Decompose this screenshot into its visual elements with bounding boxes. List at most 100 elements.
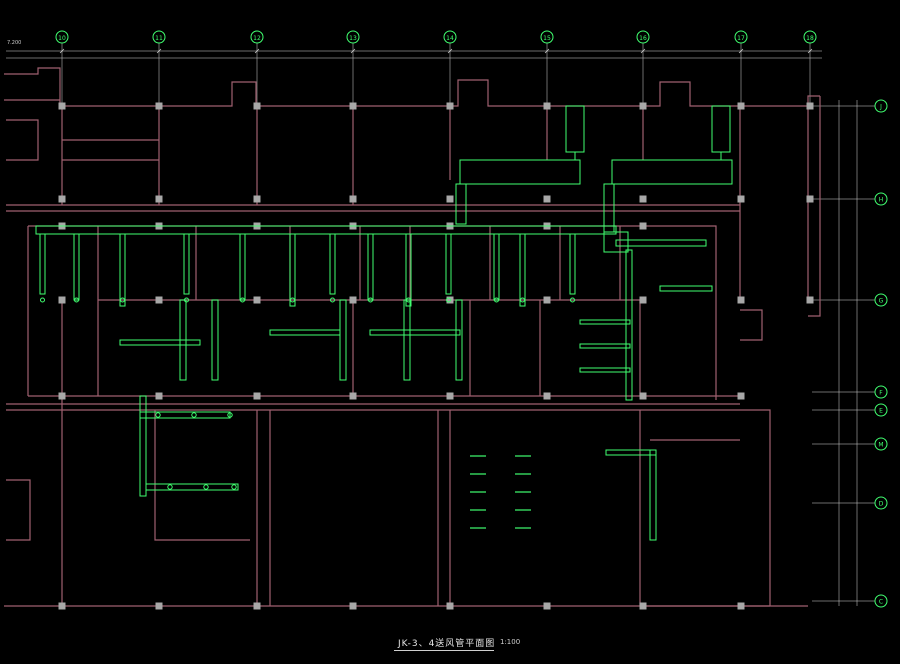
dim-tick	[544, 48, 550, 54]
structural-column	[446, 392, 454, 400]
structural-column	[806, 195, 814, 203]
branch-duct	[119, 233, 126, 307]
structural-column	[737, 392, 745, 400]
structural-column	[806, 296, 814, 304]
structural-column	[543, 195, 551, 203]
structural-column	[543, 296, 551, 304]
trunk-east	[615, 239, 707, 247]
grid-bubble-col	[803, 30, 817, 44]
structural-column	[155, 602, 163, 610]
grid-label-col: 10	[58, 35, 66, 42]
grid-bubble-col	[636, 30, 650, 44]
branch-duct	[39, 233, 46, 295]
structural-column	[155, 296, 163, 304]
exterior-wall-east-upper	[808, 96, 821, 317]
structural-column	[58, 195, 66, 203]
branch-duct	[367, 233, 374, 301]
branch-duct	[239, 233, 246, 301]
grid-label-row: H	[879, 197, 884, 204]
grid-bubble-col	[55, 30, 69, 44]
wall-stair-w	[6, 119, 39, 161]
structural-column	[349, 392, 357, 400]
structural-column	[639, 296, 647, 304]
branch-duct	[183, 233, 190, 295]
branch-duct	[569, 233, 576, 295]
structural-column	[639, 602, 647, 610]
lower-lateral-1	[139, 411, 231, 419]
structural-column	[58, 602, 66, 610]
diffuser	[520, 297, 525, 303]
structural-column	[58, 296, 66, 304]
lower-lateral-2	[145, 483, 239, 491]
grid-bubble-row	[874, 594, 888, 608]
grid-bubble-col	[734, 30, 748, 44]
core-lateral-2	[269, 329, 341, 336]
riser-duct-1	[565, 105, 585, 153]
structural-column	[639, 392, 647, 400]
structural-column	[349, 296, 357, 304]
dim-tick	[738, 48, 744, 54]
branch-duct	[445, 233, 452, 295]
dim-tick	[156, 48, 162, 54]
diffuser	[231, 484, 237, 490]
structural-column	[543, 602, 551, 610]
dim-tick	[447, 48, 453, 54]
se-lateral	[605, 449, 657, 456]
structural-column	[253, 102, 261, 110]
grid-bubble-col	[346, 30, 360, 44]
structural-column	[543, 392, 551, 400]
diffuser	[227, 412, 233, 418]
grid-bubble-col	[152, 30, 166, 44]
diffuser	[167, 484, 173, 490]
dim-tick	[350, 48, 356, 54]
diffuser	[330, 297, 335, 303]
grid-bubble-row	[874, 496, 888, 510]
diffuser	[570, 297, 575, 303]
structural-column	[446, 602, 454, 610]
drawing-title: JK-3、4送风管平面图	[398, 639, 496, 649]
drawing-scale: 1:100	[500, 638, 521, 646]
grid-label-row: F	[879, 390, 883, 397]
title-underline	[394, 650, 494, 651]
east-branch-riser	[625, 249, 633, 401]
structural-column	[639, 102, 647, 110]
diffuser	[40, 297, 45, 303]
stair-wall	[740, 309, 763, 341]
structural-column	[253, 296, 261, 304]
wall-lower-room	[154, 410, 250, 541]
grid-bubble-row	[874, 293, 888, 307]
grid-label-col: 14	[446, 35, 454, 42]
core-lateral-6	[579, 367, 631, 373]
structural-column	[58, 392, 66, 400]
air-handling-unit-2	[611, 159, 733, 185]
grid-bubble-row	[874, 385, 888, 399]
riser-duct-2	[711, 105, 731, 153]
diffuser	[368, 297, 373, 303]
dim-tick	[640, 48, 646, 54]
grid-label-row: G	[879, 298, 884, 305]
grid-label-col: 12	[253, 35, 261, 42]
lower-riser	[139, 395, 147, 497]
diffuser	[494, 297, 499, 303]
structural-column	[253, 392, 261, 400]
structural-column	[446, 102, 454, 110]
structural-column	[253, 195, 261, 203]
grid-label-row: C	[879, 599, 883, 606]
core-branch-3	[339, 299, 347, 381]
diffuser	[191, 412, 197, 418]
branch-duct	[73, 233, 80, 301]
structural-column	[737, 602, 745, 610]
dim-tick	[807, 48, 813, 54]
structural-column	[639, 222, 647, 230]
core-branch-4	[403, 299, 411, 381]
diffuser	[74, 297, 79, 303]
grid-bubble-row	[874, 403, 888, 417]
exterior-wall-north	[4, 67, 820, 107]
grid-label-col: 18	[806, 35, 814, 42]
structural-column	[737, 102, 745, 110]
dim-tick	[254, 48, 260, 54]
core-branch-2	[211, 299, 219, 381]
branch-duct	[405, 233, 412, 307]
grid-label-col: 15	[543, 35, 551, 42]
